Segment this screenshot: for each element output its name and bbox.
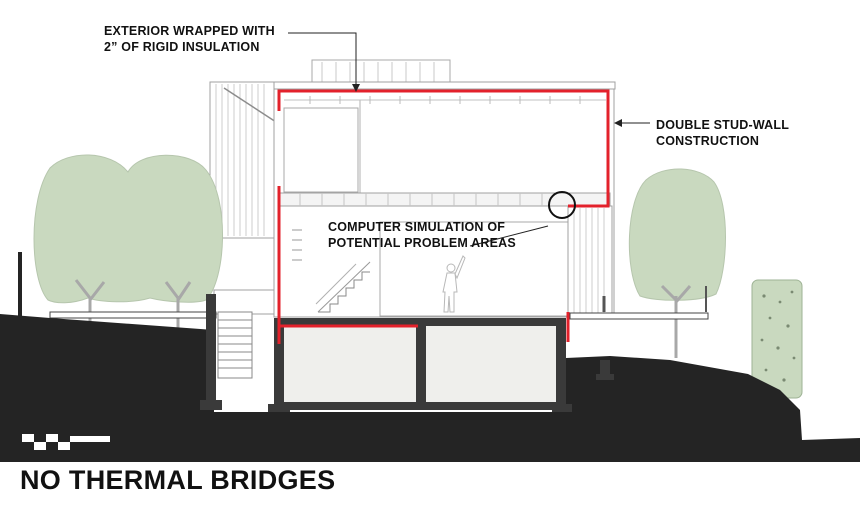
callout-line: EXTERIOR WRAPPED WITH <box>104 24 275 38</box>
callout-line: 2” OF RIGID INSULATION <box>104 40 260 54</box>
foundation <box>200 294 614 412</box>
person-figure <box>442 255 466 313</box>
entry-stair <box>213 289 275 379</box>
thermal-envelope-line <box>277 89 610 344</box>
ground <box>0 252 860 462</box>
callout-computer-simulation: COMPUTER SIMULATION OF POTENTIAL PROBLEM… <box>328 219 516 251</box>
building-body <box>273 88 615 318</box>
callout-exterior-insulation: EXTERIOR WRAPPED WITH 2” OF RIGID INSULA… <box>104 23 275 55</box>
problem-area-circle <box>548 191 576 219</box>
scale-bar <box>22 434 110 454</box>
callout-double-stud-wall: DOUBLE STUD-WALL CONSTRUCTION <box>656 117 789 149</box>
right-tree <box>628 168 726 358</box>
callout-line: POTENTIAL PROBLEM AREAS <box>328 236 516 250</box>
callout-line: CONSTRUCTION <box>656 134 760 148</box>
diagram-title: NO THERMAL BRIDGES <box>20 465 336 495</box>
left-tree-pair <box>33 154 224 338</box>
callout-line: COMPUTER SIMULATION OF <box>328 220 506 234</box>
arrowheads <box>352 84 622 127</box>
left-screen-panel <box>209 81 277 239</box>
callout-line: DOUBLE STUD-WALL <box>656 118 790 132</box>
interior-stair <box>315 261 371 313</box>
